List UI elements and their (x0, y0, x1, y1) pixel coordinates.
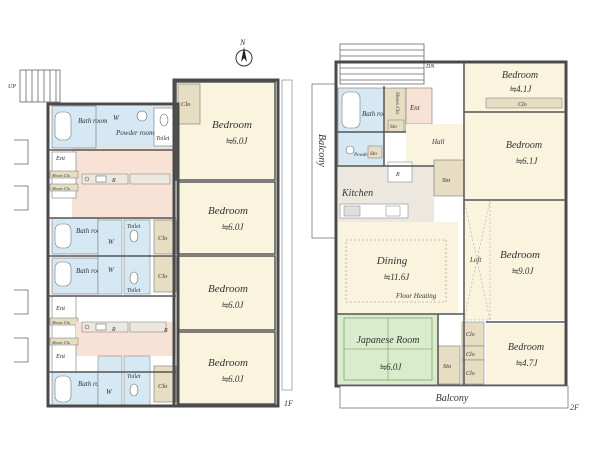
exterior-stairs: UP (8, 69, 61, 103)
washer-label-1: W (113, 114, 120, 122)
closet-label-3: Clo (158, 273, 168, 280)
floor-2f-label: 2F (570, 403, 579, 412)
bedroom-top-size: ≒4.1J (509, 84, 533, 94)
bedroom-label-2: Bedroom (208, 205, 248, 217)
bedroom-mid-size: ≒6.1J (515, 156, 539, 166)
bedroom-label-4: Bedroom (208, 357, 248, 369)
loft-label: Loft (469, 256, 482, 264)
powder-label-1: Powder room (115, 129, 154, 137)
stove-icon (343, 205, 361, 217)
shoes-label-4: Shoes Clo (52, 340, 71, 345)
toilet-icon (129, 383, 139, 397)
toilet-label-3: Toilet (127, 224, 141, 230)
closet-label-2f-d: Clo (466, 352, 475, 358)
floor-heating-area (345, 239, 447, 303)
entrance-label-2: Ent (55, 155, 65, 162)
floor-1f: UP Bath room W Powder room Toilet Clo Be… (8, 69, 293, 408)
bottom-balcony-label: Balcony (436, 393, 469, 404)
washer-label-4: W (106, 388, 113, 396)
shoes-label-2: Shoes Clo (52, 173, 71, 178)
bedroom-size-4: ≒6.0J (221, 374, 245, 384)
floor-1f-left-wall (46, 102, 180, 408)
storage-label-2f-a: Sto (390, 124, 397, 130)
closet-label-2: Clo (158, 235, 168, 242)
bedroom-size-3: ≒6.0J (221, 300, 245, 310)
bedroom-small-label: Bedroom (508, 342, 544, 353)
floor-2f: DN Balcony Bath room Powder room Shoes C… (311, 43, 579, 412)
floor-1f-label: 1F (284, 399, 293, 408)
fridge-label-4b: R (163, 328, 168, 334)
closet-label-2f-b: Clo (518, 102, 527, 108)
closet-label-2f-e: Clo (466, 371, 475, 377)
toilet-label-1: Toilet (156, 136, 170, 142)
powder-label-2f: Powder room (353, 153, 382, 158)
sink-icon (385, 205, 401, 217)
bath-label-4: Bath room (78, 380, 108, 388)
bedroom-label-3: Bedroom (208, 283, 248, 295)
bath-label-3: Bath room (76, 227, 106, 235)
hall-label: Hall (431, 138, 445, 146)
toilet-label-3b: Toilet (127, 288, 141, 294)
floor-heating-label: Floor Heating (395, 292, 437, 300)
shoes-label-2b: Shoes Clo (52, 186, 71, 191)
closet-label-1: Clo (181, 101, 191, 108)
interior-stairs: DN (339, 43, 435, 85)
toilet-label-4: Toilet (127, 374, 141, 380)
entrance-label-3: Ent (55, 305, 65, 312)
dining-label: Dining (376, 255, 408, 267)
fridge-label-2: R (111, 178, 116, 184)
shoes-label-3: Shoes Clo (52, 320, 71, 325)
closet-label-2f-c: Clo (466, 332, 475, 338)
washer-label-3b: W (108, 266, 115, 274)
kitchen-label: Kitchen (341, 188, 373, 199)
storage-label-2f-d: Sto (443, 363, 452, 370)
bath-label-2f: Bath room (362, 110, 392, 118)
unit-4: R R Ent Shoes Clo Bath room W Toilet Clo… (49, 321, 276, 407)
compass: N (235, 38, 253, 67)
entrance-label-4: Ent (55, 353, 65, 360)
toilet-icon (129, 271, 139, 285)
bath-label-1: Bath room (78, 117, 108, 125)
floor-1f-right-wall (172, 78, 280, 408)
washer-label-3: W (108, 238, 115, 246)
bedroom-loft-size: ≒9.0J (511, 266, 535, 276)
toilet-icon (129, 229, 139, 243)
bedroom-mid-label: Bedroom (506, 140, 542, 151)
entrance-label-2f: Ent (409, 104, 421, 112)
shoes-label-2f: Shoes Clo (394, 92, 400, 114)
storage-label-2f-b: Sto (370, 151, 377, 157)
unit-1: Bath room W Powder room Toilet Clo Bedro… (51, 81, 276, 182)
japanese-room-label: Japanese Room (356, 335, 419, 346)
japanese-room-size: ≒6.0J (379, 362, 403, 372)
bottom-balcony (339, 385, 569, 409)
sink-icon (345, 145, 355, 155)
storage-label-2f-c: Sto (442, 177, 451, 184)
upstairs-label: UP (8, 84, 16, 90)
bedroom-size-2: ≒6.0J (221, 222, 245, 232)
side-balcony-label: Balcony (316, 134, 327, 167)
fridge-label-2f: R (395, 172, 400, 178)
down-label: DN (425, 64, 435, 70)
unit-2: Ent Shoes Clo Shoes Clo R Clo Bedroom ≒6… (49, 151, 276, 255)
dining-size: ≒11.6J (383, 272, 411, 282)
bedroom-size-1: ≒6.0J (225, 136, 249, 146)
bedroom-top-label: Bedroom (502, 70, 538, 81)
bedroom-loft-label: Bedroom (500, 249, 540, 261)
side-balcony (311, 83, 337, 239)
bedroom-small-size: ≒4.7J (515, 358, 539, 368)
fridge-label-4: R (111, 327, 116, 333)
closet-label-4: Clo (158, 383, 168, 390)
bath-label-3b: Bath room (76, 267, 106, 275)
unit-3: Bath room Bath room W W Toilet Toilet Cl… (49, 217, 276, 343)
sink-icon (136, 110, 148, 122)
toilet-icon (159, 113, 169, 127)
compass-label: N (239, 38, 246, 47)
bedroom-label-1: Bedroom (212, 119, 252, 131)
